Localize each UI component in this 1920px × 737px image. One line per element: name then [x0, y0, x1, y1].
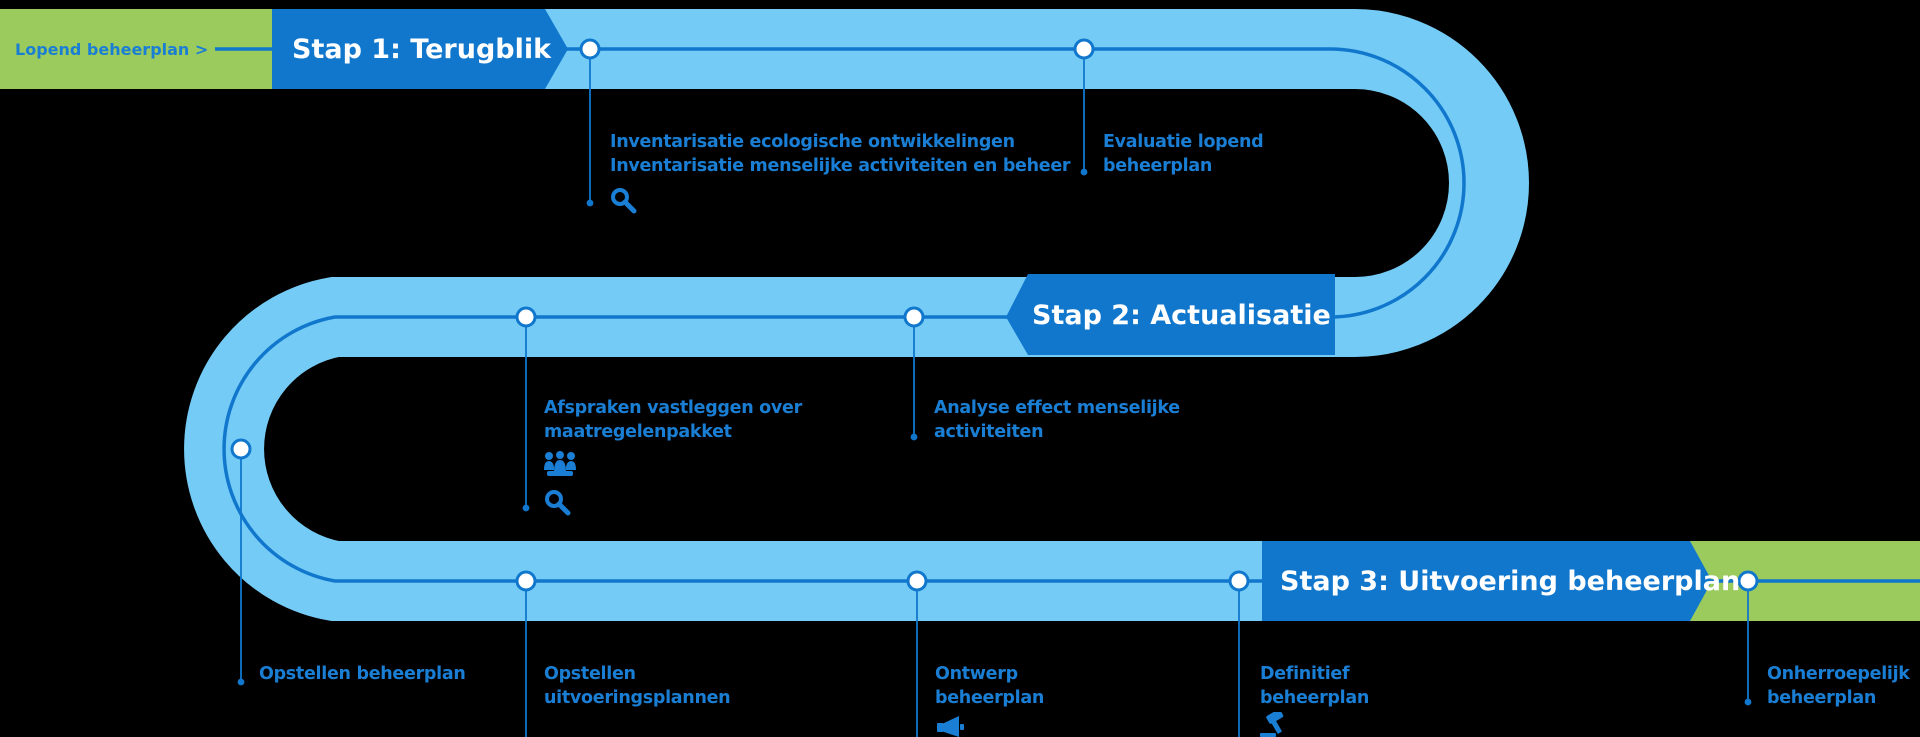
stage1-title: Stap 1: Terugblik — [292, 34, 552, 65]
magnifier-icon — [545, 490, 571, 516]
milestone-dot — [1228, 570, 1250, 592]
milestone-dot — [579, 38, 601, 60]
milestone-dot — [906, 570, 928, 592]
lead-in-label: Lopend beheerplan > — [15, 40, 209, 59]
stage2-title: Stap 2: Actualisatie — [1032, 300, 1331, 331]
gavel-icon — [1260, 712, 1284, 737]
label-analyse: Analyse effect menselijke activiteiten — [934, 398, 1180, 442]
label-inventarisatie: Inventarisatie ecologische ontwikkelinge… — [610, 132, 1071, 176]
stage1-box — [272, 9, 568, 89]
label-evaluatie: Evaluatie lopend beheerplan — [1103, 132, 1264, 176]
milestone-dot — [903, 306, 925, 328]
stage2-box — [1006, 274, 1335, 355]
milestone-dot — [1737, 570, 1759, 592]
people-icon — [544, 451, 576, 476]
road-band — [184, 8, 1690, 621]
milestone-dot — [515, 570, 537, 592]
milestone-dot — [230, 438, 252, 460]
milestone-dot — [515, 306, 537, 328]
label-onherroepelijk: Onherroepelijk beheerplan — [1767, 664, 1910, 708]
label-uitvoeringsplannen: Opstellen uitvoeringsplannen — [544, 664, 731, 708]
label-afspraken: Afspraken vastleggen over maatregelenpak… — [544, 398, 802, 442]
milestone-dot — [1073, 38, 1095, 60]
megaphone-icon — [937, 716, 964, 737]
stage3-title: Stap 3: Uitvoering beheerplan — [1280, 566, 1741, 597]
label-opstellen-beheerplan: Opstellen beheerplan — [259, 664, 466, 684]
stage3-box — [1262, 541, 1712, 621]
label-definitief: Definitief beheerplan — [1260, 664, 1370, 708]
magnifier-icon — [611, 188, 637, 214]
road-centre-line — [215, 47, 1920, 583]
label-ontwerp: Ontwerp beheerplan — [935, 664, 1045, 708]
